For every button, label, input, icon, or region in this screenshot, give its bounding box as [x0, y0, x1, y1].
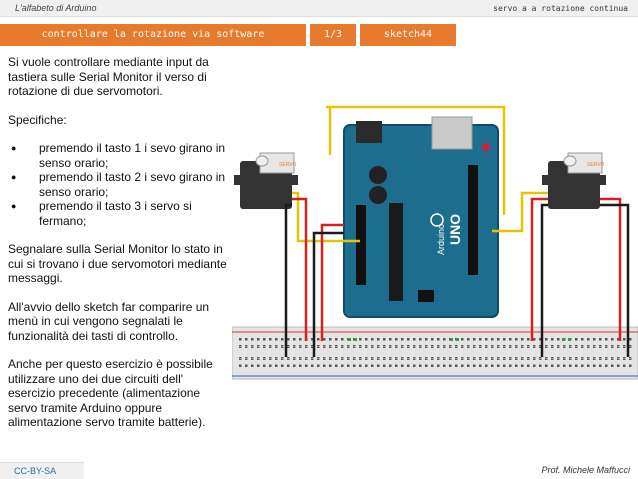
sketch-name: sketch44 — [360, 24, 456, 46]
header-bar: L'alfabeto di Arduino servo a a rotazion… — [0, 0, 638, 18]
spec-item: premendo il tasto 3 i servo si fermano; — [8, 199, 230, 228]
spec-list: premendo il tasto 1 i sevo girano in sen… — [8, 141, 230, 228]
course-header: L'alfabeto di Arduino — [0, 0, 455, 17]
license-label: CC-BY-SA — [14, 466, 57, 476]
breadboard — [232, 326, 638, 380]
spec-item: premendo il tasto 2 i sevo girano in sen… — [8, 170, 230, 199]
author-credit: Prof. Michele Maffucci — [541, 465, 630, 475]
breadboard-holes — [238, 338, 632, 367]
spec-heading: Specifiche: — [8, 112, 67, 127]
circuit-paragraph: Anche per questo esercizio è possibile u… — [8, 357, 213, 429]
circuit-illustration: UNO Arduino SERVO SERVO — [232, 105, 638, 380]
menu-paragraph: All'avvio dello sketch far comparire un … — [8, 299, 210, 343]
servo-right: SERVO — [542, 152, 606, 209]
spec-item: premendo il tasto 1 i sevo girano in sen… — [8, 141, 230, 170]
topic-title: servo a a rotazione continua — [493, 4, 628, 13]
topic-header: servo a a rotazione continua — [455, 0, 638, 17]
license-badge: CC-BY-SA — [0, 462, 84, 479]
board-brand-label: Arduino — [436, 224, 446, 255]
slide-content: Si vuole controllare mediante input da t… — [8, 55, 230, 444]
slide-counter: 1/3 — [310, 24, 356, 46]
course-title: L'alfabeto di Arduino — [15, 3, 97, 13]
wires — [284, 105, 630, 357]
status-paragraph: Segnalare sulla Serial Monitor lo stato … — [8, 242, 227, 285]
board-uno-label: UNO — [447, 214, 463, 245]
servo-left: SERVO — [234, 152, 298, 209]
slide-title: controllare la rotazione via software — [0, 24, 306, 46]
servo-left-label: SERVO — [279, 162, 297, 168]
arduino-board: UNO Arduino — [343, 116, 499, 318]
intro-paragraph: Si vuole controllare mediante input da t… — [8, 55, 209, 98]
servo-right-label: SERVO — [587, 162, 605, 168]
